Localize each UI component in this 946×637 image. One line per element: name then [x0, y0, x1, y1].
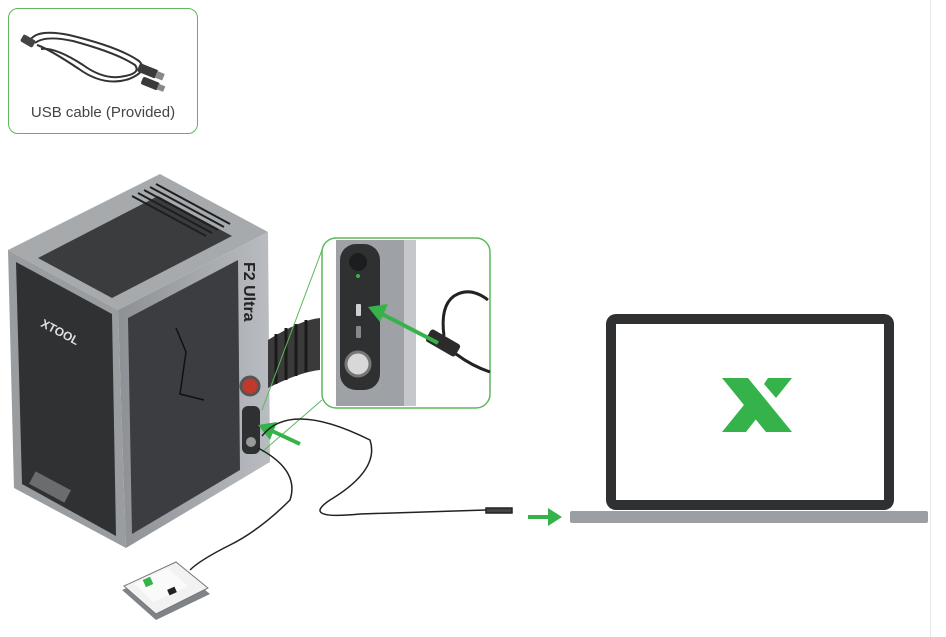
usb-cable: [189, 418, 513, 571]
usb-cable-icon: [20, 31, 166, 92]
model-label: F2 Ultra: [240, 262, 257, 322]
page-edge-rule: [930, 0, 931, 637]
green-arrow-icon: [528, 508, 562, 526]
xtool-x-logo: [722, 378, 792, 432]
usb-cable-label: USB cable (Provided): [30, 104, 176, 121]
exhaust-hose: [268, 318, 320, 388]
touch-controller: [122, 561, 210, 620]
usb-cable-callout: USB cable (Provided): [8, 8, 198, 134]
laser-machine: F2 Ultra XTOOL: [8, 174, 320, 548]
laptop: [570, 314, 928, 523]
green-arrow-icon: [368, 304, 439, 345]
port-zoom-callout: [261, 237, 491, 453]
power-button-icon: [239, 375, 261, 397]
